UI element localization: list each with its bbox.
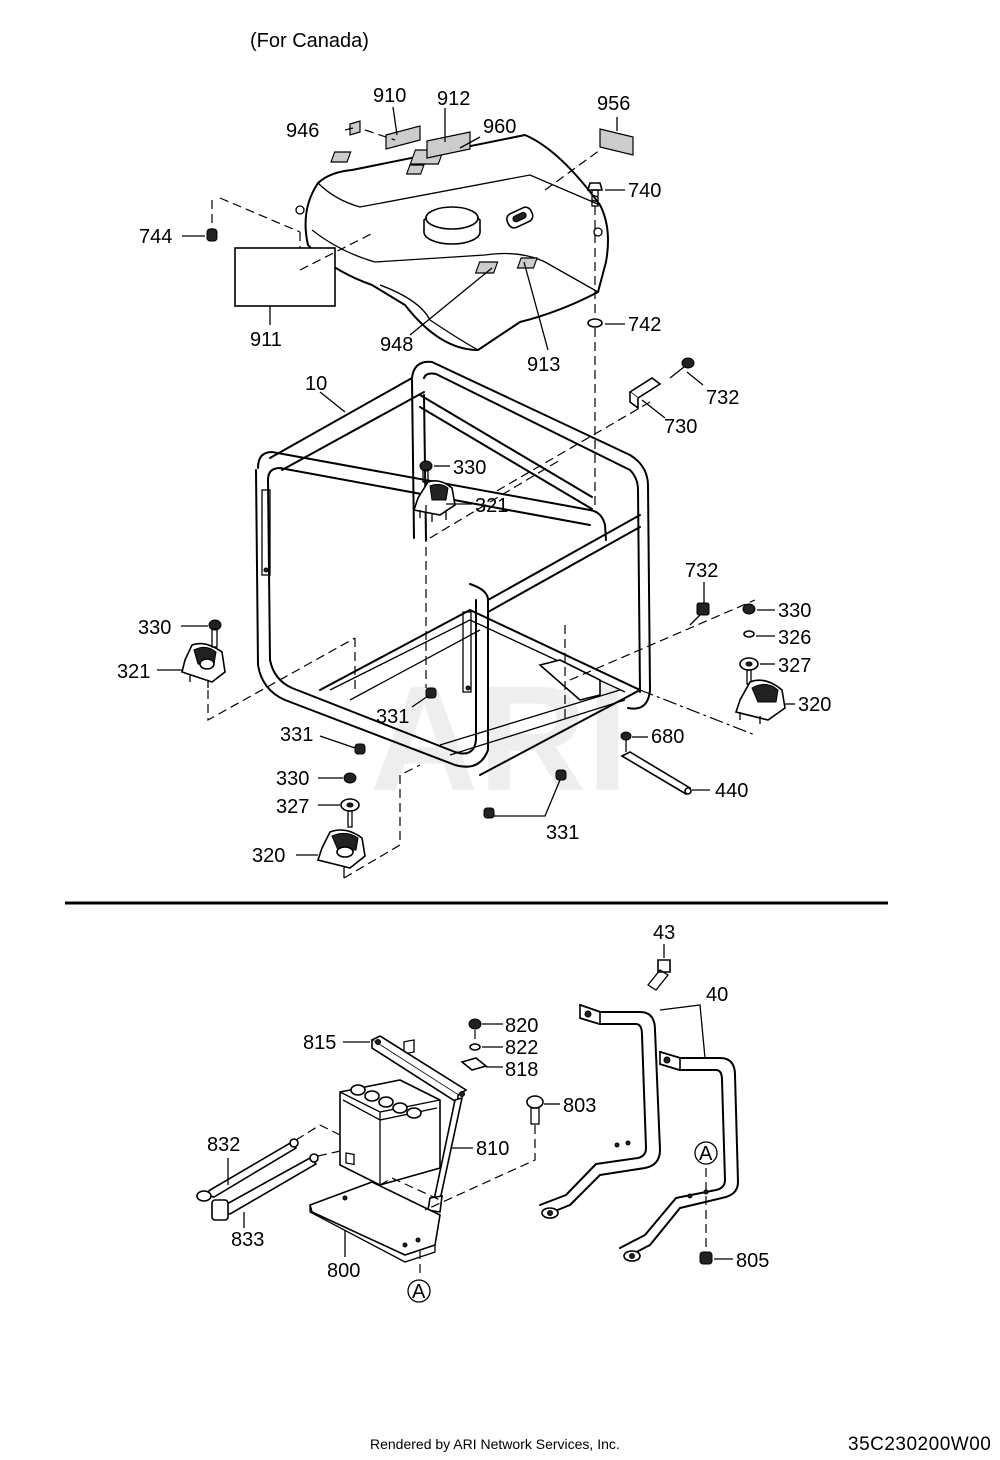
callout-10: 10 <box>305 373 327 395</box>
mount-321-center <box>412 460 456 522</box>
footer-diagram-code: 35C230200W00 <box>848 1434 992 1455</box>
ref-a-label-left: A <box>412 1281 426 1303</box>
callout-810: 810 <box>476 1138 509 1160</box>
plate-818 <box>460 1057 488 1071</box>
decal-910 <box>385 125 421 150</box>
callout-803: 803 <box>563 1095 596 1117</box>
callout-742: 742 <box>628 314 661 336</box>
callout-331-a: 331 <box>376 706 409 728</box>
bolt-680 <box>620 731 632 752</box>
callout-326: 326 <box>778 627 811 649</box>
bolt-740 <box>586 182 604 207</box>
callout-440: 440 <box>715 780 748 802</box>
battery-strap-815 <box>370 1035 468 1105</box>
nut-331-c <box>555 769 567 781</box>
callout-946: 946 <box>286 120 319 142</box>
callout-912: 912 <box>437 88 470 110</box>
decal-911 <box>234 247 336 307</box>
handle-40-left <box>539 1003 661 1219</box>
bolt-803 <box>526 1095 544 1125</box>
callout-330-center: 330 <box>453 457 486 479</box>
footer-rendered-by: Rendered by ARI Network Services, Inc. <box>370 1436 620 1452</box>
decal-946 <box>349 120 361 136</box>
callout-330-bottom: 330 <box>276 768 309 790</box>
battery-tray-800 <box>309 1181 441 1263</box>
callout-327-right: 327 <box>778 655 811 677</box>
diagram-caption: (For Canada) <box>250 30 369 52</box>
callout-833: 833 <box>231 1229 264 1251</box>
callout-331-c: 331 <box>546 822 579 844</box>
callout-321-left: 321 <box>117 661 150 683</box>
callout-732-top: 732 <box>706 387 739 409</box>
callout-960: 960 <box>483 116 516 138</box>
callout-744: 744 <box>139 226 172 248</box>
callout-822: 822 <box>505 1037 538 1059</box>
fuel-tank <box>295 134 609 351</box>
handle-40-right <box>619 1050 739 1262</box>
ref-a-label-right: A <box>699 1143 713 1165</box>
washer-822 <box>469 1043 481 1051</box>
callout-818: 818 <box>505 1059 538 1081</box>
callout-913: 913 <box>527 354 560 376</box>
washer-742 <box>587 318 603 328</box>
bolt-732-mid <box>689 602 710 626</box>
callout-730: 730 <box>664 416 697 438</box>
callout-330-left: 330 <box>138 617 171 639</box>
nut-331-a <box>425 687 437 699</box>
nut-744 <box>206 228 218 242</box>
callout-320-bottom: 320 <box>252 845 285 867</box>
bolt-732-top <box>669 357 695 379</box>
callout-321-center: 321 <box>475 495 508 517</box>
nut-331-b <box>354 743 366 755</box>
callout-956: 956 <box>597 93 630 115</box>
mount-321-left <box>181 619 226 688</box>
cable-833 <box>211 1153 319 1221</box>
ref-a-circle-left <box>407 1279 431 1303</box>
callout-820: 820 <box>505 1015 538 1037</box>
callout-800: 800 <box>327 1260 360 1282</box>
callout-327-bottom: 327 <box>276 796 309 818</box>
callout-815: 815 <box>303 1032 336 1054</box>
callout-732-mid: 732 <box>685 560 718 582</box>
battery <box>339 1039 441 1186</box>
callout-740: 740 <box>628 180 661 202</box>
mount-320-right <box>734 603 786 724</box>
callout-911: 911 <box>250 329 282 351</box>
bolt-43 <box>647 959 671 991</box>
callout-320-right: 320 <box>798 694 831 716</box>
callout-805: 805 <box>736 1250 769 1272</box>
nut-331-d <box>483 807 495 819</box>
callout-330-right: 330 <box>778 600 811 622</box>
callout-43: 43 <box>653 922 675 944</box>
callout-948: 948 <box>380 334 413 356</box>
callout-40: 40 <box>706 984 728 1006</box>
rod-810 <box>427 1096 464 1213</box>
callout-680: 680 <box>651 726 684 748</box>
nut-805 <box>699 1251 713 1265</box>
callout-910: 910 <box>373 85 406 107</box>
callout-832: 832 <box>207 1134 240 1156</box>
decal-956 <box>599 128 634 156</box>
ground-wire-440 <box>620 751 692 796</box>
callout-331-b: 331 <box>280 724 313 746</box>
mount-320-bottom <box>316 772 366 878</box>
decal-912 <box>426 131 471 159</box>
nut-820 <box>468 1018 482 1030</box>
ref-a-circle-right <box>694 1141 718 1165</box>
